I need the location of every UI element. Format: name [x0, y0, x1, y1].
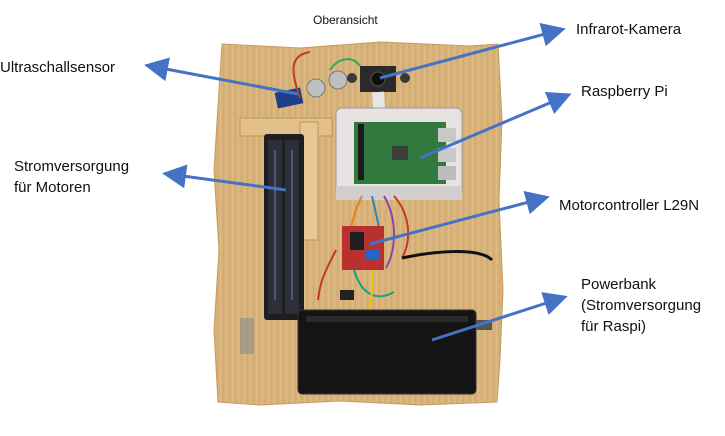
ir-led-right [400, 73, 410, 83]
case-bottom-lip [336, 186, 462, 200]
motor-controller-heatsink [350, 232, 364, 250]
label-powerbank-line2: (Stromversorgung [581, 297, 702, 314]
label-powerbank-line3: für Raspi) [581, 318, 647, 335]
arrow-motor-power [162, 164, 287, 192]
diagram-title: Oberansicht [313, 13, 378, 27]
ir-camera-lens [370, 71, 386, 87]
label-motor-power-line2: für Motoren [14, 179, 91, 196]
label-motor-controller: Motorcontroller L29N [559, 197, 700, 214]
arrow-powerbank [431, 292, 568, 342]
powerbank [297, 309, 477, 395]
pi-usb-port-2 [438, 148, 456, 162]
label-powerbank: Powerbank (Stromversorgung für Raspi) [581, 274, 701, 337]
label-powerbank-line1: Powerbank [581, 276, 657, 293]
label-motor-power: Stromversorgung für Motoren [14, 156, 129, 198]
pi-ethernet-port [438, 166, 456, 180]
pi-soc-chip [392, 146, 408, 160]
pi-gpio-header [358, 124, 364, 180]
ultrasonic-transducer-right [328, 70, 348, 90]
base-shadow [240, 318, 254, 354]
arrow-motor-controller [369, 190, 550, 246]
arrow-ir-camera [379, 23, 566, 80]
powerbank-highlight [306, 316, 468, 322]
barrel-connector [340, 290, 354, 300]
ultrasonic-transducer-left [306, 78, 326, 98]
ir-led-left [347, 73, 357, 83]
arrow-raspberry-pi [419, 91, 572, 160]
label-ultrasonic-sensor: Ultraschallsensor [0, 59, 116, 76]
pi-usb-port-1 [438, 128, 456, 142]
label-raspberry-pi: Raspberry Pi [581, 83, 668, 100]
powerbank-usb-plug [476, 320, 492, 330]
motor-controller-terminal [366, 250, 380, 260]
label-motor-power-line1: Stromversorgung [14, 158, 130, 175]
arrow-ultrasonic [144, 57, 299, 96]
label-ir-camera: Infrarot-Kamera [576, 21, 682, 38]
